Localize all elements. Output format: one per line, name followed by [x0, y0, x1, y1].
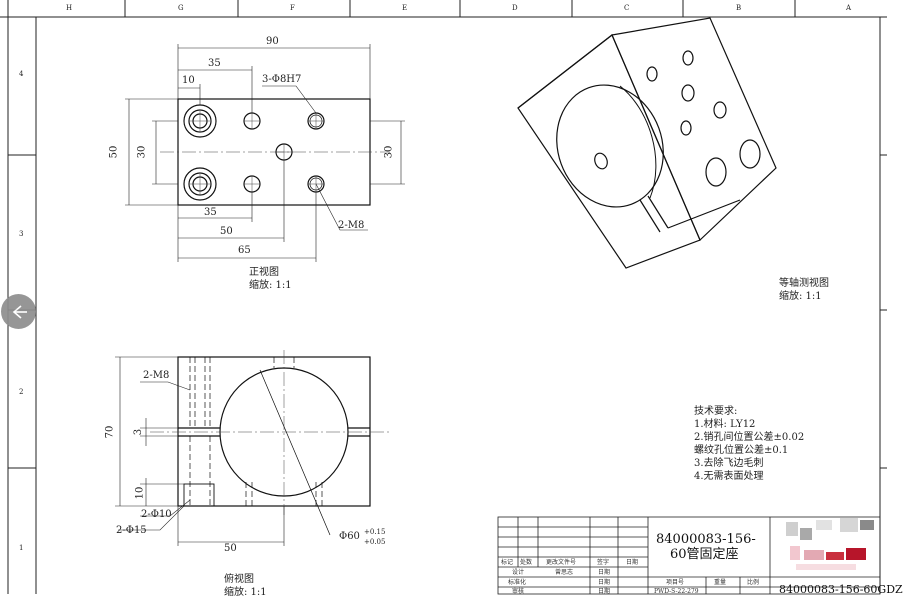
tb-designer: 曾思志 — [555, 569, 574, 576]
side-view-dimensions — [115, 356, 285, 546]
title-block — [497, 516, 881, 595]
zone-label-top: B — [736, 4, 742, 12]
sheet-border — [0, 0, 887, 594]
dim-side-thread-2m8: 2-M8 — [143, 370, 170, 381]
zone-label-side: 1 — [19, 544, 24, 552]
front-view-title: 正视图 — [249, 267, 279, 278]
arrow-left-icon — [12, 305, 27, 319]
tb-project-number: PWD-S-22-279 — [654, 588, 699, 595]
dim-height-70: 70 — [104, 425, 116, 439]
zone-label-top: C — [624, 4, 630, 12]
tb-header: 日期 — [626, 559, 639, 566]
zone-label-top: H — [66, 4, 73, 12]
previous-page-button[interactable] — [1, 294, 36, 329]
isometric-view — [517, 17, 777, 269]
tb-header: 签字 — [597, 559, 610, 566]
tb-weight-label: 重量 — [714, 579, 727, 586]
dim-tol-upper: +0.15 — [364, 528, 386, 536]
front-view — [160, 98, 390, 206]
dim-depth-10: 10 — [134, 486, 146, 500]
dim-height-30-right: 30 — [383, 145, 395, 159]
dim-gap-3: 3 — [133, 428, 145, 436]
dim-width-10: 10 — [182, 75, 195, 86]
zone-label-top: D — [512, 4, 518, 12]
tech-item: 3.去除飞边毛刺 — [694, 458, 764, 469]
zone-label-top: E — [402, 4, 408, 12]
part-number: 84000083-156- — [656, 532, 756, 547]
dim-holes-3phi8: 3-Φ8H7 — [262, 74, 302, 85]
tb-ratio-label: 比例 — [747, 579, 760, 586]
dim-bore-phi60: Φ60 — [339, 531, 360, 542]
side-view-title: 俯视图 — [224, 574, 254, 585]
company-logo-icon — [786, 518, 874, 570]
tb-date-label: 日期 — [598, 588, 611, 595]
zone-label-top: A — [846, 4, 852, 12]
tb-date-label: 日期 — [598, 569, 611, 576]
dim-thread-2m8: 2-M8 — [338, 220, 365, 231]
dim-width-35-bottom: 35 — [204, 207, 217, 218]
tb-review: 审核 — [512, 588, 525, 595]
dim-side-width-50: 50 — [224, 543, 237, 554]
tb-project-label: 项目号 — [666, 579, 685, 586]
zone-label-side: 3 — [19, 230, 24, 238]
tb-standardization: 标准化 — [508, 579, 527, 586]
zone-label-side: 2 — [19, 388, 24, 396]
iso-view-title: 等轴测视图 — [779, 278, 829, 289]
dim-width-total: 90 — [266, 36, 279, 47]
zone-label-top: F — [290, 4, 295, 12]
front-view-dimensions — [125, 44, 405, 262]
dim-phi15: 2-Φ15 — [116, 525, 147, 536]
zone-label-side: 4 — [19, 70, 24, 78]
side-view — [150, 350, 390, 536]
tb-design-label: 设计 — [512, 569, 525, 576]
tech-item: 2.销孔间位置公差±0.02 — [694, 432, 805, 443]
dim-width-50: 50 — [220, 226, 233, 237]
dim-height-30-left: 30 — [136, 145, 148, 159]
dim-width-35-top: 35 — [208, 58, 221, 69]
tb-header: 更改文件号 — [546, 559, 577, 566]
side-view-scale: 缩放: 1:1 — [224, 587, 267, 598]
tech-heading: 技术要求: — [694, 406, 738, 417]
dim-height-50: 50 — [108, 145, 120, 159]
dim-width-65: 65 — [238, 245, 251, 256]
iso-view-scale: 缩放: 1:1 — [779, 291, 822, 302]
tb-date-label: 日期 — [598, 579, 611, 586]
technical-requirements: 技术要求: 1.材料: LY12 2.销孔间位置公差±0.02 螺纹孔位置公差±… — [694, 405, 804, 483]
tb-header: 标记 — [501, 559, 514, 566]
tb-header: 处数 — [520, 559, 533, 566]
part-name: 60管固定座 — [670, 547, 739, 562]
tech-item: 1.材料: LY12 — [694, 419, 756, 430]
front-view-scale: 缩放: 1:1 — [249, 280, 292, 291]
tech-item: 4.无需表面处理 — [694, 471, 764, 482]
dim-tol-lower: +0.05 — [364, 538, 386, 546]
zone-label-top: G — [178, 4, 184, 12]
drawing-number: 84000083-156-60GDZ — [779, 583, 903, 596]
dim-phi10: 2-Φ10 — [141, 509, 172, 520]
drawing-sheet — [0, 0, 887, 595]
tech-item: 螺纹孔位置公差±0.1 — [694, 445, 789, 456]
